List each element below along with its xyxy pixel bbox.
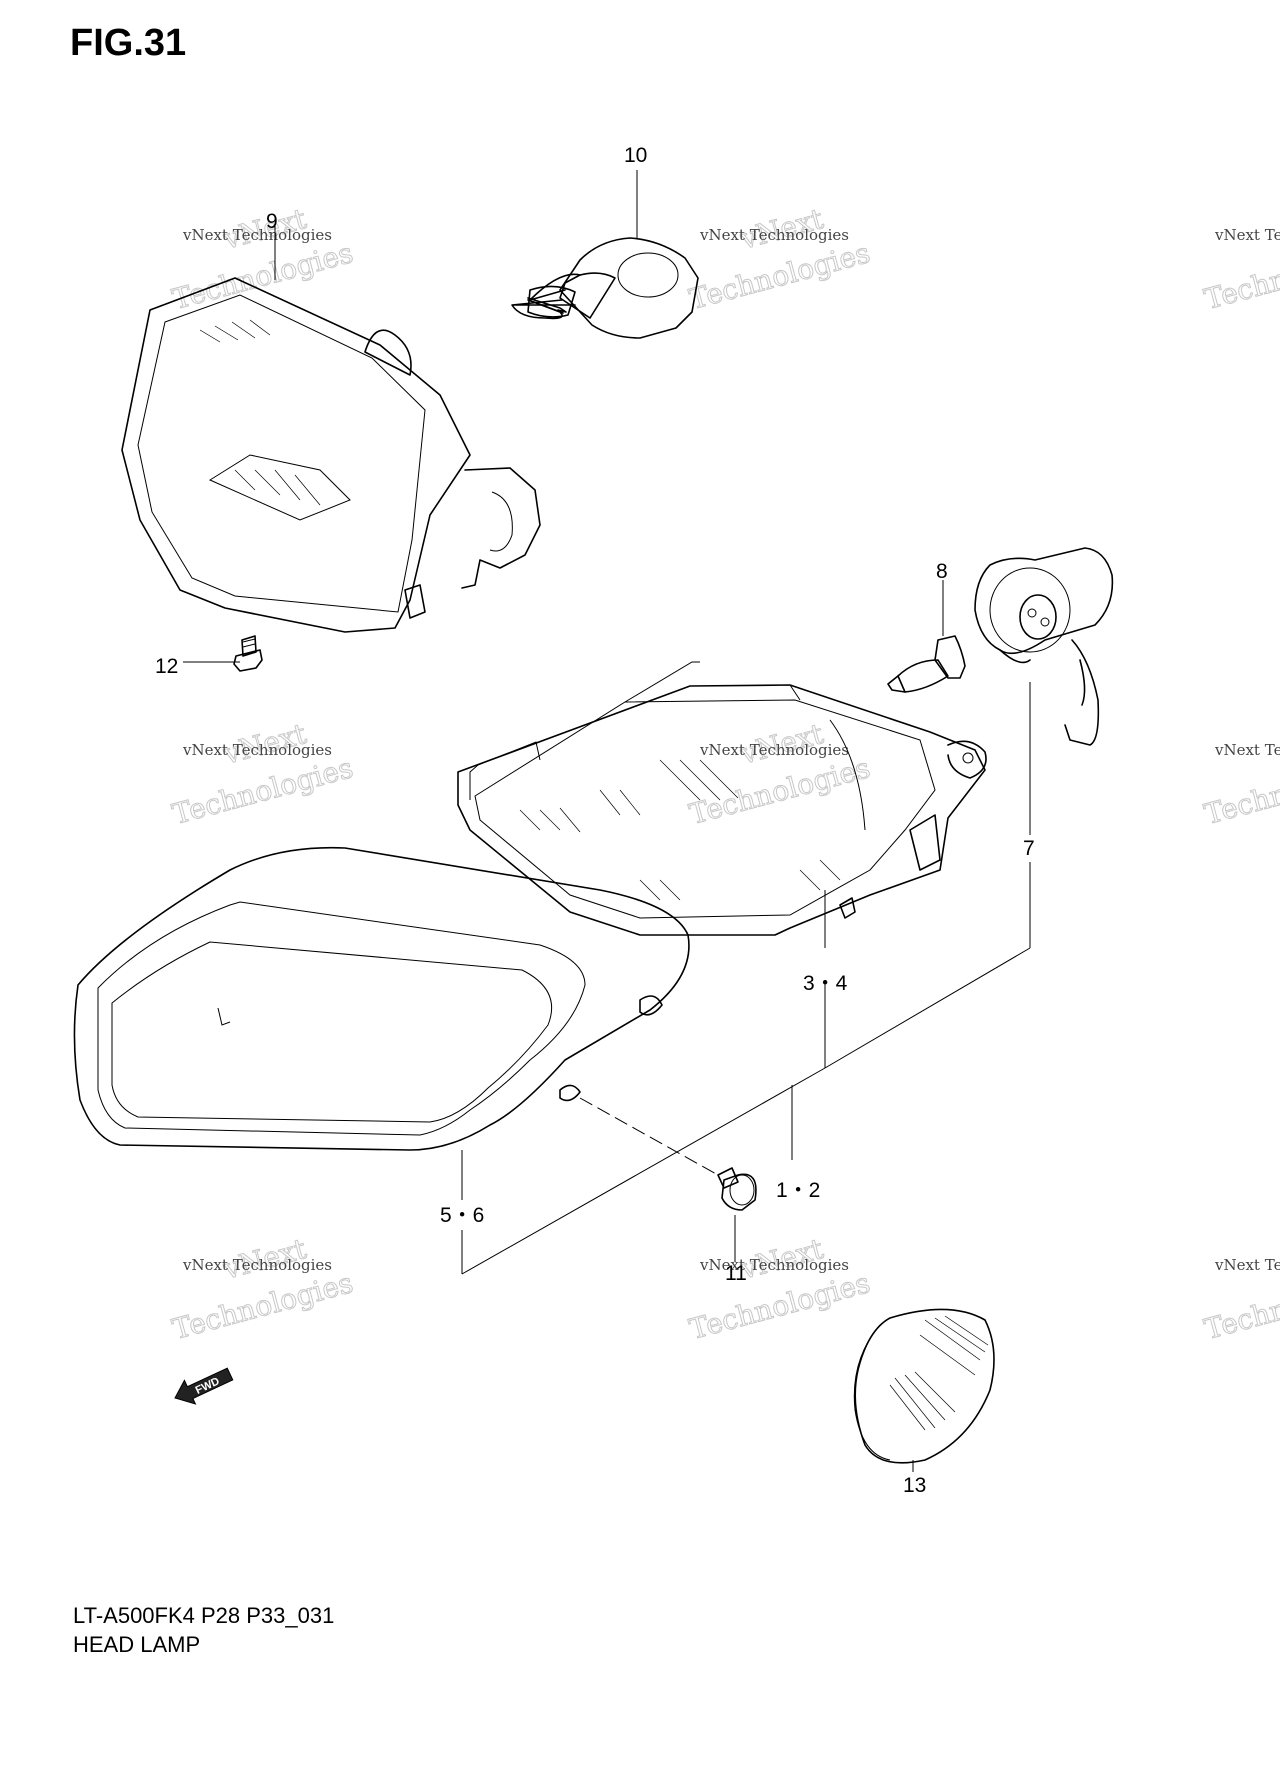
fwd-arrow-icon: FWD — [174, 1367, 234, 1405]
svg-text:vNext Technologies: vNext Technologies — [182, 1256, 332, 1274]
part-7-socket-harness — [974, 547, 1114, 746]
svg-text:vNext Technologies: vNext Technologies — [182, 741, 332, 759]
callout-9: 9 — [266, 210, 278, 233]
figure-title: FIG.31 — [70, 22, 187, 64]
watermark: Technologies vNext Technologies — [1200, 741, 1280, 832]
svg-text:Technologies: Technologies — [169, 1266, 357, 1346]
callout-13: 13 — [903, 1474, 926, 1497]
callout-1-2: 1・2 — [776, 1179, 820, 1202]
svg-text:Technologies: Technologies — [686, 751, 874, 831]
svg-text:vNext Technologies: vNext Technologies — [182, 226, 332, 244]
svg-text:vNext Technologies: vNext Technologies — [1214, 226, 1280, 244]
watermark: Technologies vNext vNext Technologies — [685, 201, 874, 316]
svg-text:Technologies: Technologies — [1201, 1266, 1280, 1346]
callout-10: 10 — [624, 144, 647, 167]
watermark: Technologies vNext vNext Technologies — [168, 716, 357, 831]
watermark-group: Technologies vNext vNext Technologies Te… — [168, 201, 1280, 1347]
svg-text:vNext Technologies: vNext Technologies — [1214, 741, 1280, 759]
svg-text:Technologies: Technologies — [686, 1266, 874, 1346]
svg-text:Technologies: Technologies — [1201, 236, 1280, 316]
leader-lines — [183, 170, 1031, 1472]
svg-text:Technologies: Technologies — [169, 236, 357, 316]
svg-text:vNext Technologies: vNext Technologies — [699, 741, 849, 759]
part-5-6-rim — [73, 846, 690, 1151]
watermark: Technologies vNext vNext Technologies — [168, 1231, 357, 1346]
callout-3-4: 3・4 — [803, 972, 848, 995]
svg-text:vNext Technologies: vNext Technologies — [699, 226, 849, 244]
watermark: Technologies vNext Technologies — [1200, 1256, 1280, 1347]
svg-text:Technologies: Technologies — [1201, 751, 1280, 831]
part-11-clip — [717, 1167, 757, 1211]
svg-text:Technologies: Technologies — [169, 751, 357, 831]
callouts: 9 10 12 8 7 3・4 1・2 5・6 11 13 — [155, 144, 1035, 1497]
part-9-headlamp-unit — [121, 277, 541, 633]
svg-text:Technologies: Technologies — [686, 236, 874, 316]
part-group-name: HEAD LAMP — [73, 1632, 201, 1654]
watermark: Technologies vNext vNext Technologies — [685, 1231, 874, 1346]
part-12-bolt — [233, 635, 263, 672]
callout-7: 7 — [1023, 837, 1035, 860]
part-13-reflector — [853, 1308, 995, 1464]
watermark: Technologies vNext vNext Technologies — [168, 201, 357, 316]
callout-5-6: 5・6 — [440, 1204, 484, 1227]
model-code: LT-A500FK4 P28 P33_031 — [73, 1603, 335, 1628]
part-8-small-bulb — [887, 635, 966, 693]
callout-11: 11 — [725, 1262, 747, 1285]
part-10-bulb-socket — [511, 237, 699, 339]
callout-8: 8 — [936, 560, 948, 583]
watermark: Technologies vNext Technologies — [1200, 226, 1280, 317]
svg-text:FWD: FWD — [194, 1375, 222, 1396]
svg-text:vNext Technologies: vNext Technologies — [1214, 1256, 1280, 1274]
callout-12: 12 — [155, 655, 178, 678]
svg-text:vNext Technologies: vNext Technologies — [699, 1256, 849, 1274]
